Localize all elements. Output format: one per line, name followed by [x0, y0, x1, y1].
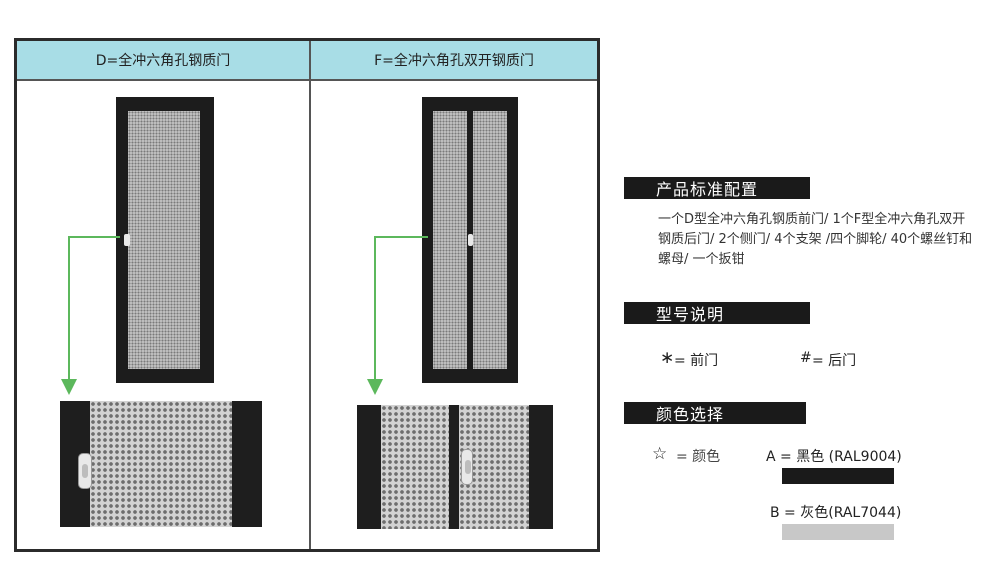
arrow-d-line: [68, 236, 120, 381]
closeup-mesh-panel: [90, 401, 232, 527]
door-handle: [468, 234, 473, 246]
left-leaf-mesh: [433, 111, 467, 369]
arrow-f-head: [367, 379, 383, 395]
color-swatch-gray: [782, 524, 894, 540]
model-title-bar: 型号说明: [624, 302, 810, 324]
header-f-door: F=全冲六角孔双开钢质门: [311, 41, 597, 81]
closeup-handle: [78, 453, 92, 489]
single-door-closeup: [60, 401, 262, 527]
single-door-image: [116, 97, 214, 383]
column-divider: [309, 41, 311, 549]
arrows-layer: [61, 236, 428, 395]
color-swatch-black: [782, 468, 894, 484]
right-leaf-mesh: [473, 111, 507, 369]
front-door-symbol: ∗: [660, 348, 675, 368]
closeup-handle: [461, 449, 473, 485]
config-description: 一个D型全冲六角孔钢质前门/ 1个F型全冲六角孔双开钢质后门/ 2个侧门/ 4个…: [658, 212, 973, 267]
front-door-label: = 前门: [674, 353, 719, 369]
color-label: = 颜色: [676, 449, 721, 465]
door-mesh-panel: [128, 111, 200, 369]
rear-door-label: = 后门: [812, 353, 857, 369]
star-icon: ☆: [652, 444, 668, 464]
door-comparison-table: D=全冲六角孔钢质门 F=全冲六角孔双开钢质门: [14, 38, 600, 552]
rear-door-symbol: #: [800, 350, 812, 366]
arrow-d-head: [61, 379, 77, 395]
config-title-bar: 产品标准配置: [624, 177, 810, 199]
arrow-f-line: [374, 236, 428, 381]
closeup-left-mesh: [381, 405, 449, 529]
door-handle: [124, 234, 130, 246]
double-door-closeup: [357, 405, 553, 529]
header-d-door: D=全冲六角孔钢质门: [17, 41, 309, 81]
double-door-image: [422, 97, 518, 383]
color-option-a-label: A = 黑色 (RAL9004): [766, 449, 902, 465]
color-title-bar: 颜色选择: [624, 402, 806, 424]
color-option-b-label: B = 灰色(RAL7044): [770, 505, 902, 521]
